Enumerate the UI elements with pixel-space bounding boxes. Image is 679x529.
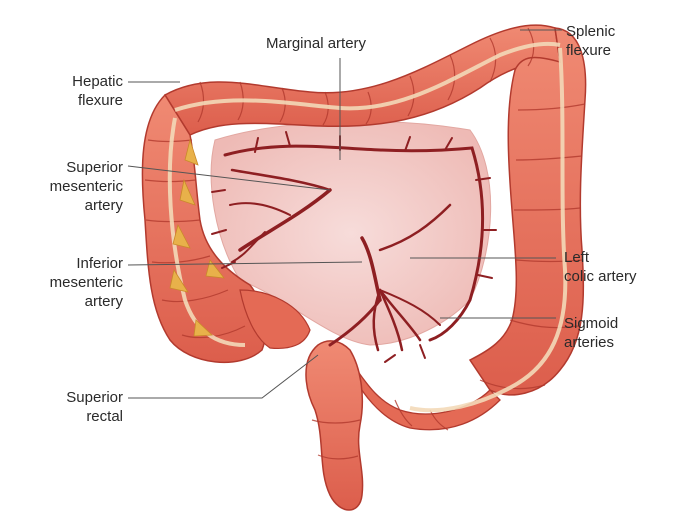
label-inferior-mesenteric-line1: Inferior [50, 254, 123, 273]
label-left-colic-line1: Left [564, 248, 637, 267]
label-hepatic-flexure: Hepatic flexure [72, 72, 123, 110]
label-superior-mesenteric-line1: Superior [50, 158, 123, 177]
label-hepatic-flexure-line1: Hepatic [72, 72, 123, 91]
label-superior-mesenteric-line3: artery [50, 196, 123, 215]
label-left-colic-line2: colic artery [564, 267, 637, 286]
label-inferior-mesenteric-line2: mesenteric [50, 273, 123, 292]
label-superior-rectal: Superior rectal [66, 388, 123, 426]
label-sigmoid-arteries: Sigmoid arteries [564, 314, 618, 352]
label-marginal-artery-line1: Marginal artery [266, 34, 366, 53]
label-superior-rectal-line1: Superior [66, 388, 123, 407]
label-inferior-mesenteric-line3: artery [50, 292, 123, 311]
label-superior-mesenteric-artery: Superior mesenteric artery [50, 158, 123, 215]
label-splenic-flexure-line1: Splenic [566, 22, 615, 41]
label-marginal-artery: Marginal artery [266, 34, 366, 53]
label-sigmoid-arteries-line1: Sigmoid [564, 314, 618, 333]
label-sigmoid-arteries-line2: arteries [564, 333, 618, 352]
rectum [306, 341, 363, 510]
label-splenic-flexure-line2: flexure [566, 41, 615, 60]
label-inferior-mesenteric-artery: Inferior mesenteric artery [50, 254, 123, 311]
label-superior-mesenteric-line2: mesenteric [50, 177, 123, 196]
label-superior-rectal-line2: rectal [66, 407, 123, 426]
label-hepatic-flexure-line2: flexure [72, 91, 123, 110]
label-left-colic-artery: Left colic artery [564, 248, 637, 286]
label-splenic-flexure: Splenic flexure [566, 22, 615, 60]
